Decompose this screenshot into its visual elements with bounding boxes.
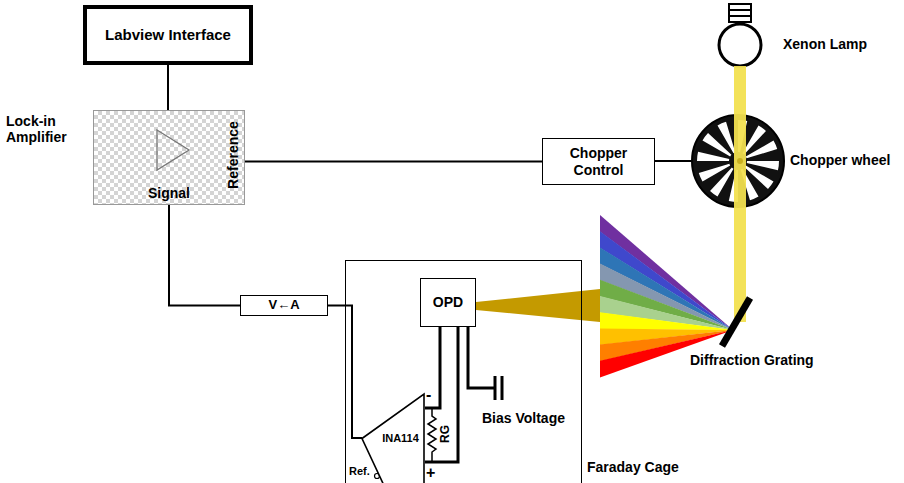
amplifier-triangle: INA114 [362, 393, 425, 483]
capacitor-plate [494, 376, 497, 400]
resistor-label: RG [439, 424, 453, 444]
grating-label: Diffraction Grating [690, 352, 814, 368]
light-beam [734, 66, 746, 322]
node-text: Chopper Control [543, 145, 654, 177]
connector-wire [167, 65, 169, 110]
wheel-slot [699, 164, 730, 182]
amplifier-symbol [154, 127, 194, 173]
bias-label: Bias Voltage [482, 410, 565, 426]
lamp-base [729, 4, 751, 22]
pin-label: Ref. [349, 465, 370, 478]
lamp-label: Xenon Lamp [783, 36, 867, 52]
node-text: Lock-in Amplifier [6, 113, 88, 145]
wheel-hub [737, 158, 743, 164]
node-text: Signal [94, 185, 244, 201]
node-text: INA114 [382, 432, 419, 445]
lamp-thread [729, 9, 751, 11]
node-text: Faraday Cage [587, 459, 679, 475]
wheel-slot [718, 122, 736, 153]
node-text: Labview Interface [105, 26, 231, 43]
pin-label: - [426, 386, 431, 404]
spectrum-band [600, 312, 733, 330]
wheel-slot [747, 161, 779, 170]
spectrum-band [600, 231, 733, 330]
amplifier-triangle-shape [362, 394, 424, 483]
lamp-thread [729, 15, 751, 17]
wheel-slot [746, 141, 777, 159]
photodetector-box: OPD [420, 278, 476, 327]
resistor-symbol [428, 408, 436, 462]
spectrum-band [600, 280, 733, 330]
chopper-control-box: Chopper Control [542, 138, 655, 185]
xenon-lamp [719, 4, 761, 66]
connector-wire [245, 161, 542, 163]
node-text: Reference [225, 110, 241, 200]
amplifier-symbol-shape [157, 130, 189, 170]
spectrum-band [600, 247, 733, 330]
wheel-label: Chopper wheel [790, 152, 890, 168]
connector-wire [169, 205, 240, 306]
connector-wire [425, 327, 458, 462]
bias-wire [468, 327, 494, 388]
converter-box: V←A [240, 295, 328, 316]
lock-in-amplifier: Lock-in AmplifierSignalReference [93, 110, 245, 205]
capacitor-plate [501, 376, 504, 400]
diffraction-grating [722, 298, 750, 346]
lamp-bulb [719, 24, 761, 66]
wheel-slot [697, 152, 729, 161]
node-text: OPD [433, 294, 463, 310]
pin-label: + [426, 465, 435, 481]
connector-wire [425, 327, 440, 408]
spectrum-band [600, 296, 733, 330]
spectrum-band [600, 215, 733, 330]
faraday-cage: Faraday CageOPDINA114 [345, 260, 582, 483]
node-text: V←A [268, 298, 299, 313]
spectrum-band [600, 264, 733, 330]
software-box: Labview Interface [83, 5, 253, 65]
